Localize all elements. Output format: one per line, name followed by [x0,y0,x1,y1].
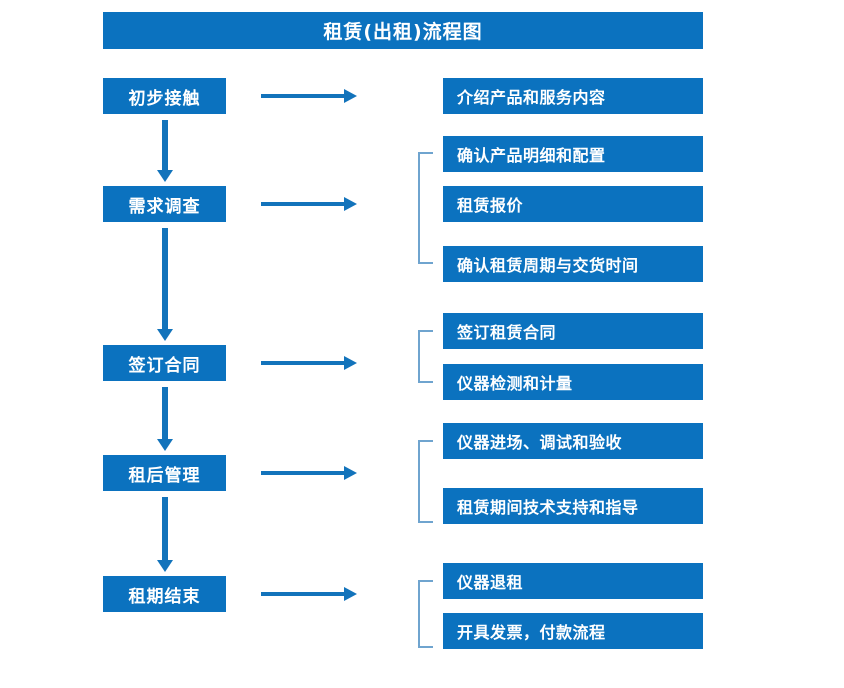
stage-box-post-rental-mgmt[interactable]: 租后管理 [103,455,226,491]
detail-box-confirm-spec[interactable]: 确认产品明细和配置 [443,136,703,172]
stage-box-requirement-survey[interactable]: 需求调查 [103,186,226,222]
group-bracket-post-rental [418,440,433,523]
detail-box-intro-products[interactable]: 介绍产品和服务内容 [443,78,703,114]
stage-box-sign-contract[interactable]: 签订合同 [103,345,226,381]
arrow-right-icon-2 [261,197,357,211]
detail-box-invoice-payment[interactable]: 开具发票，付款流程 [443,613,703,649]
detail-box-instrument-testing[interactable]: 仪器检测和计量 [443,364,703,400]
arrow-down-icon-1 [157,120,173,182]
stage-box-initial-contact[interactable]: 初步接触 [103,78,226,114]
arrow-right-icon-3 [261,356,357,370]
arrow-right-icon-4 [261,466,357,480]
page-title: 租赁(出租)流程图 [103,12,703,49]
detail-box-technical-support[interactable]: 租赁期间技术支持和指导 [443,488,703,524]
detail-box-instrument-return[interactable]: 仪器退租 [443,563,703,599]
group-bracket-contract [418,330,433,383]
stage-box-lease-end[interactable]: 租期结束 [103,576,226,612]
group-bracket-lease-end [418,580,433,648]
detail-box-sign-rental-contract[interactable]: 签订租赁合同 [443,313,703,349]
detail-box-rental-quote[interactable]: 租赁报价 [443,186,703,222]
arrow-right-icon-5 [261,587,357,601]
detail-box-instrument-delivery[interactable]: 仪器进场、调试和验收 [443,423,703,459]
arrow-down-icon-3 [157,387,173,451]
arrow-right-icon-1 [261,89,357,103]
group-bracket-requirements [418,152,433,264]
arrow-down-icon-2 [157,228,173,341]
detail-box-confirm-period[interactable]: 确认租赁周期与交货时间 [443,246,703,282]
arrow-down-icon-4 [157,497,173,572]
